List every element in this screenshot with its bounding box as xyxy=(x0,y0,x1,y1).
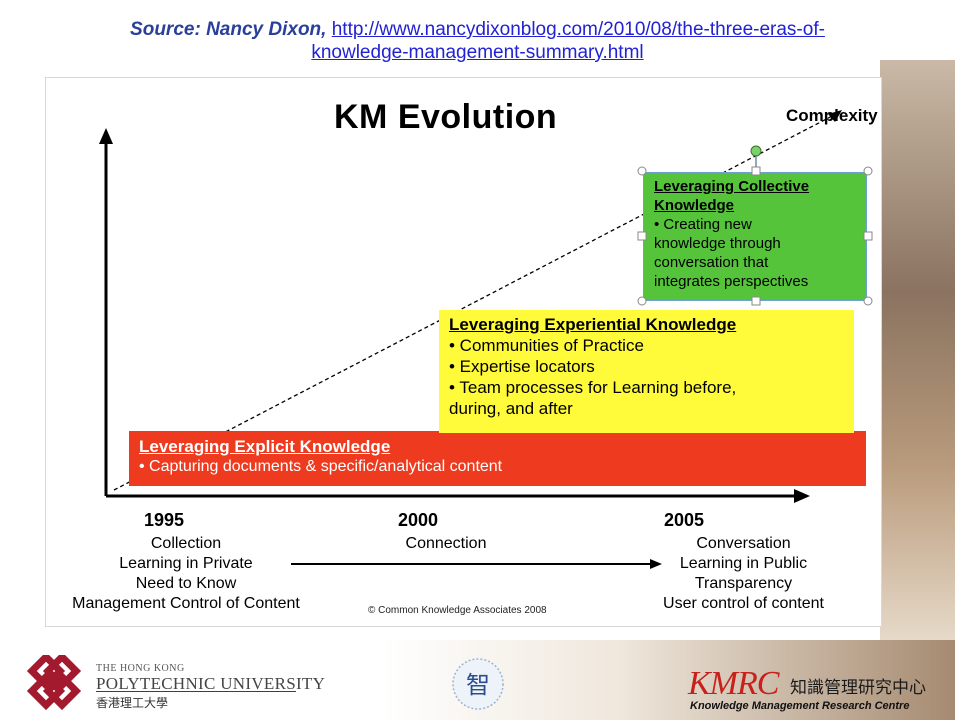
copyright-notice: © Common Knowledge Associates 2008 xyxy=(368,605,547,616)
complexity-arrowhead xyxy=(828,110,842,122)
experiential-item: • Communities of Practice xyxy=(449,336,644,355)
experiential-heading: Leveraging Experiential Knowledge xyxy=(449,315,737,334)
era-label: Learning in Private xyxy=(119,555,253,572)
collective-heading-line2: Knowledge xyxy=(654,197,735,214)
background-photo-right xyxy=(880,60,955,640)
era-label: Learning in Public xyxy=(679,555,808,572)
era-2000-label: Connection xyxy=(376,534,516,554)
era-2005-labels: Conversation Learning in Public Transpar… xyxy=(621,534,866,614)
slide-title: KM Evolution xyxy=(334,98,558,136)
era-label: Connection xyxy=(405,535,487,552)
year-1995: 1995 xyxy=(144,510,185,530)
explicit-knowledge-box: Leveraging Explicit Knowledge • Capturin… xyxy=(129,431,866,486)
source-link-line1[interactable]: http://www.nancydixonblog.com/2010/08/th… xyxy=(331,19,825,40)
polyu-logo-icon xyxy=(26,655,82,711)
collective-knowledge-box[interactable]: Leveraging Collective Knowledge • Creati… xyxy=(643,172,867,301)
kmrc-logo: KMRC xyxy=(688,665,779,702)
source-link-line2[interactable]: knowledge-management-summary.html xyxy=(311,42,644,63)
experiential-item: • Expertise locators xyxy=(449,357,595,376)
complexity-trend-line xyxy=(113,113,837,491)
era-label: Management Control of Content xyxy=(72,595,300,612)
era-1995-labels: Collection Learning in Private Need to K… xyxy=(46,534,326,614)
era-label: Conversation xyxy=(696,535,791,552)
collective-item: • Creating new xyxy=(654,216,752,233)
emblem-glyph: 智 xyxy=(466,671,490,699)
polyu-name: POLYTECHNIC UNIVERSITY xyxy=(96,674,326,693)
polyu-chinese-name: 香港理工大學 xyxy=(96,696,169,710)
collective-item: knowledge through xyxy=(654,235,781,252)
kmrc-chinese-name: 知識管理研究中心 xyxy=(790,678,926,697)
era-label: Transparency xyxy=(694,575,793,592)
polyu-divider xyxy=(96,691,296,692)
collective-item: integrates perspectives xyxy=(654,273,809,290)
year-2000: 2000 xyxy=(398,510,439,530)
explicit-heading: Leveraging Explicit Knowledge xyxy=(139,437,391,456)
kmrc-english-name: Knowledge Management Research Centre xyxy=(690,700,910,712)
timeline-arrowhead xyxy=(650,559,662,569)
collective-item: conversation that xyxy=(654,254,769,271)
experiential-item: during, and after xyxy=(449,399,573,418)
year-2005: 2005 xyxy=(664,510,705,530)
source-label: Source: Nancy Dixon, xyxy=(130,19,327,40)
explicit-item: • Capturing documents & specific/analyti… xyxy=(139,458,503,475)
vertical-axis-arrowhead xyxy=(99,128,113,144)
axes-diagram xyxy=(99,110,842,569)
wisdom-emblem-icon: 智 xyxy=(452,658,504,710)
collective-heading-line1: Leveraging Collective xyxy=(654,178,810,195)
polyu-name-small: THE HONG KONG xyxy=(96,663,185,674)
era-label: Collection xyxy=(150,535,222,552)
era-label: Need to Know xyxy=(135,575,237,592)
km-evolution-slide: KM Evolution Complexity Leveraging Expli… xyxy=(45,77,882,627)
era-label: User control of content xyxy=(663,595,824,612)
experiential-knowledge-box: Leveraging Experiential Knowledge • Comm… xyxy=(439,310,854,433)
source-citation: Source: Nancy Dixon, http://www.nancydix… xyxy=(0,18,955,64)
experiential-item: • Team processes for Learning before, xyxy=(449,378,737,397)
horizontal-axis-arrowhead xyxy=(794,489,810,503)
